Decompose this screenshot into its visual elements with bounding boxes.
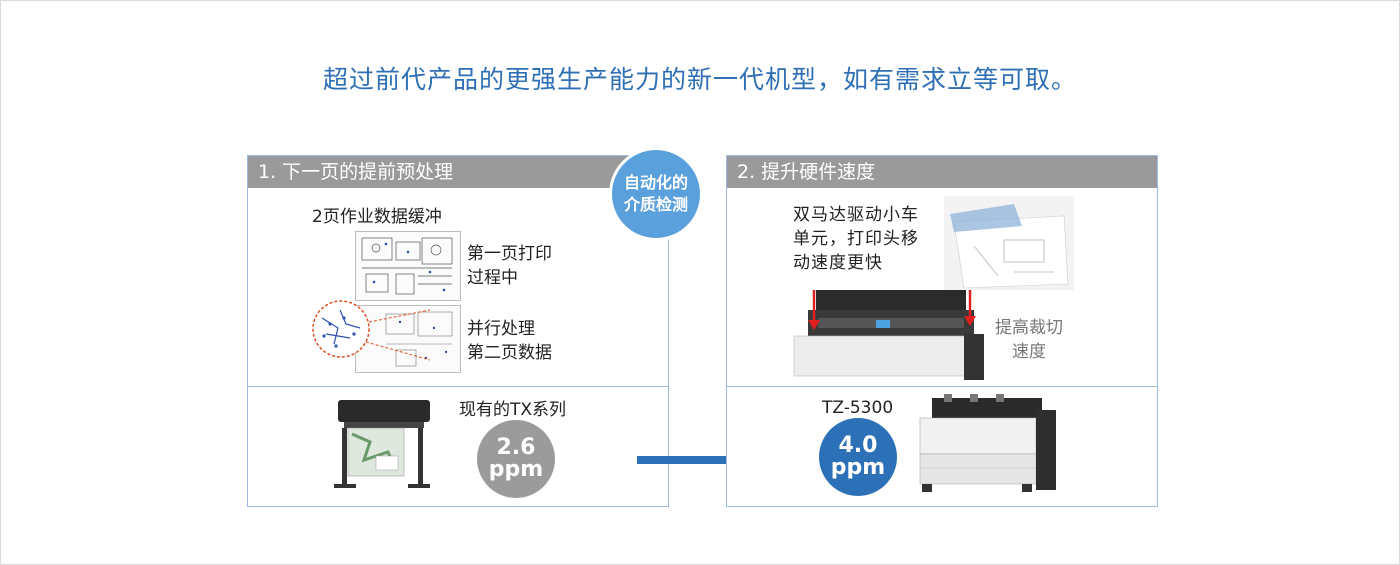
new-speed-badge: 4.0 ppm — [819, 418, 897, 496]
cut-sheet-image — [944, 196, 1074, 290]
page1-label-line1: 第一页打印 — [467, 244, 552, 264]
badge-line2: 介质检测 — [623, 195, 688, 214]
motor-line3: 动速度更快 — [793, 253, 883, 273]
new-speed-unit: ppm — [830, 455, 886, 480]
old-speed-unit: ppm — [488, 457, 544, 482]
badge-line1: 自动化的 — [623, 173, 688, 192]
panel-hardware-speed-title: 2. 提升硬件速度 — [727, 156, 1157, 188]
blueprint-sheet-page1 — [355, 231, 461, 301]
motor-line1: 双马达驱动小车 — [793, 205, 919, 225]
cut-speed-line2: 速度 — [1012, 342, 1046, 362]
motor-line2: 单元，打印头移 — [793, 229, 919, 249]
tx-printer-image — [334, 400, 430, 488]
blueprint-sheet-page2 — [355, 305, 461, 373]
old-product-label: 现有的TX系列 — [459, 400, 567, 420]
buffer-label: 2页作业数据缓冲 — [312, 207, 442, 227]
page1-label-line2: 过程中 — [467, 268, 518, 288]
new-product-label: TZ-5300 — [822, 398, 894, 418]
tz-printhead-image — [793, 290, 984, 380]
magnifier-icon — [312, 300, 431, 361]
old-speed-value: 2.6 — [496, 435, 536, 460]
page2-label-line1: 并行处理 — [467, 319, 535, 339]
tz-printer-image — [919, 394, 1056, 492]
headline: 超过前代产品的更强生产能力的新一代机型，如有需求立等可取。 — [322, 65, 1077, 94]
panel-divider — [248, 386, 668, 387]
cut-speed-line1: 提高裁切 — [995, 318, 1063, 338]
panel-preprocessing-title: 1. 下一页的提前预处理 — [248, 156, 668, 188]
old-speed-badge: 2.6 ppm — [477, 420, 555, 498]
auto-media-detection-badge: 自动化的 介质检测 — [612, 150, 700, 238]
panel-divider — [727, 386, 1157, 387]
blueprint-drawing — [361, 237, 453, 295]
new-speed-value: 4.0 — [838, 433, 878, 458]
page2-label-line2: 第二页数据 — [467, 343, 552, 363]
